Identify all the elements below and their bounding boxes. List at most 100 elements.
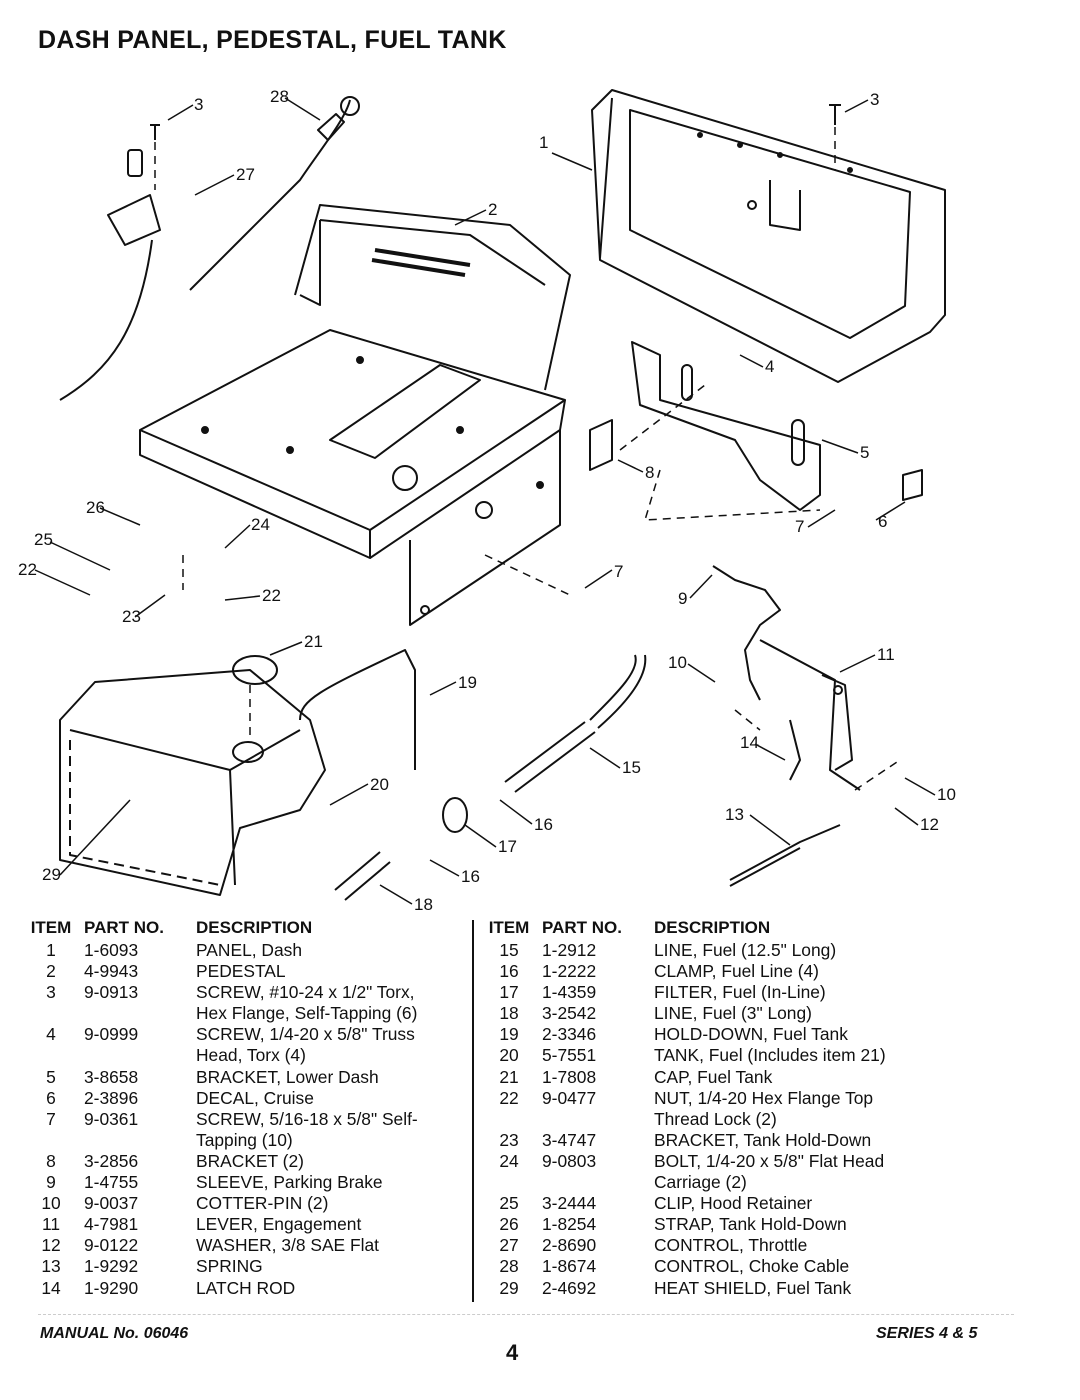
description-cell: BRACKET (2) [196,1150,304,1171]
item-cell: 5 [46,1066,56,1087]
fuel-line-15-drawing [504,654,647,793]
item-cell: 4 [46,1024,56,1045]
callout-label: 25 [34,530,53,549]
table-row: Head, Torx (4) [26,1045,418,1066]
dash-panel-drawing [591,89,946,383]
exploded-parts-diagram: 1 2 3 3 4 5 6 7 7 8 9 10 10 11 12 13 14 … [18,87,956,910]
callout-label: 24 [251,515,270,534]
callout-label: 2 [488,200,497,219]
callout-label: 3 [870,90,879,109]
description-cell: SPRING [196,1256,263,1277]
callout-label: 15 [622,758,641,777]
description-cell: SLEEVE, Parking Brake [196,1172,383,1193]
table-row: Carriage (2) [484,1172,886,1193]
callout-label: 29 [42,865,61,884]
table-row: Tapping (10) [26,1130,418,1151]
part-no-cell: 1-2222 [542,961,597,982]
description-cell: Tapping (10) [196,1129,293,1150]
part-no-cell [76,1003,188,1024]
callout-label: 27 [236,165,255,184]
callout-label: 7 [795,517,804,536]
part-no-cell: 3-8658 [84,1066,139,1087]
description-cell: LINE, Fuel (12.5" Long) [654,940,837,960]
part-no-cell: 3-2444 [542,1193,597,1214]
description-cell: FILTER, Fuel (In-Line) [654,982,826,1003]
part-no-cell: 9-0803 [542,1150,597,1171]
part-no-cell: 2-3346 [542,1024,597,1045]
item-cell: 6 [46,1087,56,1108]
callout-label: 5 [860,443,869,462]
item-cell [484,1109,534,1130]
part-no-cell [76,1130,188,1151]
header-item: ITEM [30,918,72,937]
callout-label: 9 [678,589,687,608]
item-cell: 11 [41,1214,61,1235]
callout-label: 20 [370,775,389,794]
callout-label: 8 [645,463,654,482]
item-cell: 1 [46,940,56,960]
description-cell: LINE, Fuel (3" Long) [654,1003,812,1024]
callout-label: 4 [765,357,774,376]
part-no-cell: 5-7551 [542,1045,597,1066]
callout-label: 6 [878,512,887,531]
screw-3-right-drawing [829,104,841,125]
item-cell: 12 [41,1235,61,1256]
series-label: SERIES 4 & 5 [876,1325,978,1342]
callout-label: 14 [740,733,759,752]
description-cell: NUT, 1/4-20 Hex Flange Top [654,1087,874,1108]
part-no-cell: 9-0037 [84,1193,139,1214]
item-cell: 20 [499,1045,519,1066]
part-no-cell [76,1045,188,1066]
description-cell: BRACKET, Lower Dash [196,1066,379,1087]
description-cell: WASHER, 3/8 SAE Flat [196,1235,379,1256]
description-cell: HOLD-DOWN, Fuel Tank [654,1024,848,1045]
callout-label: 17 [498,837,517,856]
pedestal-drawing [139,204,571,626]
part-no-cell: 3-2542 [542,1003,597,1024]
part-no-cell: 4-9943 [84,961,139,982]
item-cell: 27 [499,1235,519,1256]
callout-labels: 1 2 3 3 4 5 6 7 7 8 9 10 10 11 12 13 14 … [18,87,956,910]
callout-label: 10 [668,653,687,672]
description-cell: LATCH ROD [196,1277,296,1298]
tank-hold-down-drawing [299,649,416,770]
item-cell: 22 [499,1087,519,1108]
description-cell: BRACKET, Tank Hold-Down [654,1129,872,1150]
description-cell: TANK, Fuel (Includes item 21) [654,1045,886,1066]
screw-3-left-drawing [150,124,160,140]
part-no-cell: 4-7981 [84,1214,139,1235]
bracket-8-drawing [589,419,613,471]
description-cell: Head, Torx (4) [196,1045,306,1066]
item-cell: 14 [41,1277,61,1298]
callout-label: 21 [304,632,323,651]
item-cell [26,1003,76,1024]
item-cell: 15 [499,940,519,960]
description-cell: CLIP, Hood Retainer [654,1193,813,1214]
item-cell: 28 [499,1256,519,1277]
item-cell [484,1172,534,1193]
description-cell: Hex Flange, Self-Tapping (6) [196,1003,418,1024]
callout-label: 26 [86,498,105,517]
item-cell: 7 [46,1108,56,1129]
part-no-cell: 3-2856 [84,1150,139,1171]
item-cell: 18 [499,1003,519,1024]
item-cell [26,1045,76,1066]
table-header-row: ITEM PART NO. DESCRIPTION [26,916,418,940]
part-no-cell: 1-9290 [84,1277,139,1298]
item-cell: 10 [41,1193,61,1214]
part-no-cell: 9-0122 [84,1235,139,1256]
table-row: 18 3-2542 LINE, Fuel (3" Long) [484,1003,886,1024]
item-cell: 26 [499,1214,519,1235]
table-row: 14 1-9290 LATCH ROD [26,1278,418,1299]
